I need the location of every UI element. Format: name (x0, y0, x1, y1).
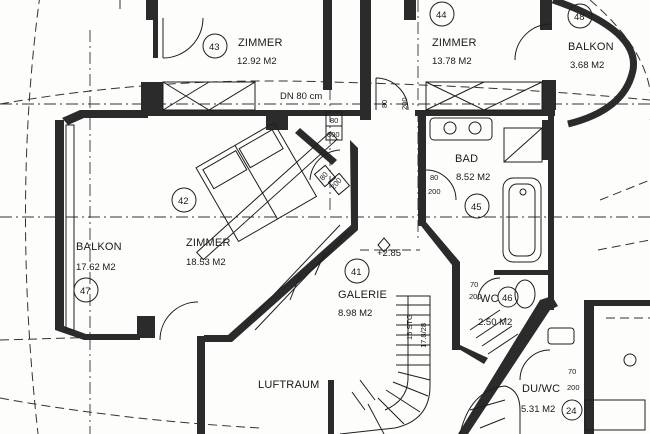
dimension-boxes (313, 111, 351, 196)
room-area-galerie-41: 8.98 M2 (338, 308, 372, 319)
passage-hatching (469, 309, 519, 355)
level-label: +2.85 (377, 248, 401, 259)
room-name-wc-46: WC (480, 293, 499, 305)
room-area-balkon-48: 3.68 M2 (570, 60, 604, 71)
dim-bad-door-bottom: 200 (428, 187, 441, 196)
windows (65, 81, 646, 431)
dim-door-a-top: 80 (380, 100, 389, 108)
dim-door-a-bottom: 200 (400, 97, 409, 110)
level-marker (377, 237, 391, 253)
room-area-zimmer-42: 18.53 M2 (186, 257, 226, 268)
staircase (339, 295, 521, 434)
room-number-41: 41 (351, 267, 362, 278)
dim-du-door-bottom: 200 (567, 383, 580, 392)
room-number-45: 45 (471, 202, 482, 213)
room-area-zimmer-44: 13.78 M2 (432, 56, 472, 67)
dim-du-door-top: 70 (568, 367, 576, 376)
stair-ratio: 17.8/28 (419, 323, 428, 348)
room-number-46: 46 (502, 293, 513, 304)
room-number-43: 43 (209, 42, 220, 53)
room-area-balkon-47: 17.62 M2 (76, 262, 116, 273)
room-number-47: 47 (80, 286, 91, 297)
room-number-42: 42 (178, 196, 189, 207)
room-name-duwc-24: DU/WC (522, 383, 560, 395)
room-name-balkon-47: BALKON (76, 241, 122, 253)
room-name-zimmer-43: ZIMMER (238, 37, 283, 49)
room-number-24: 24 (566, 406, 577, 417)
stairs-count: 16 STG (405, 314, 414, 340)
dn-label: DN 80 cm (280, 91, 322, 102)
bath-fixtures (429, 117, 637, 367)
room-number-44: 44 (436, 10, 447, 21)
room-name-balkon-48: BALKON (568, 41, 614, 53)
room-name-zimmer-42: ZIMMER (186, 237, 231, 249)
room-name-galerie-41: GALERIE (338, 289, 387, 301)
room-area-zimmer-43: 12.92 M2 (237, 56, 277, 67)
room-name-luftraum: LUFTRAUM (258, 379, 320, 391)
room-number-48: 48 (574, 12, 585, 23)
door-swings (159, 17, 552, 381)
dim-wc-door-top: 70 (470, 280, 478, 289)
dim-door-b-top: 80 (330, 116, 338, 125)
room-area-wc-46: 2.50 M2 (478, 317, 512, 328)
room-area-duwc-24: 5.31 M2 (521, 404, 555, 415)
room-name-bad-45: BAD (455, 153, 478, 165)
walls (55, 0, 650, 434)
bed (195, 122, 318, 243)
dim-bad-door-top: 80 (430, 173, 438, 182)
dim-door-b-bottom: 800 (327, 130, 340, 139)
dim-wc-door-bottom: 200 (469, 292, 482, 301)
room-name-zimmer-44: ZIMMER (432, 37, 477, 49)
dim-hall-door-right: 200 (329, 176, 344, 191)
room-number-circles (73, 1, 593, 421)
room-area-bad-45: 8.52 M2 (456, 172, 490, 183)
